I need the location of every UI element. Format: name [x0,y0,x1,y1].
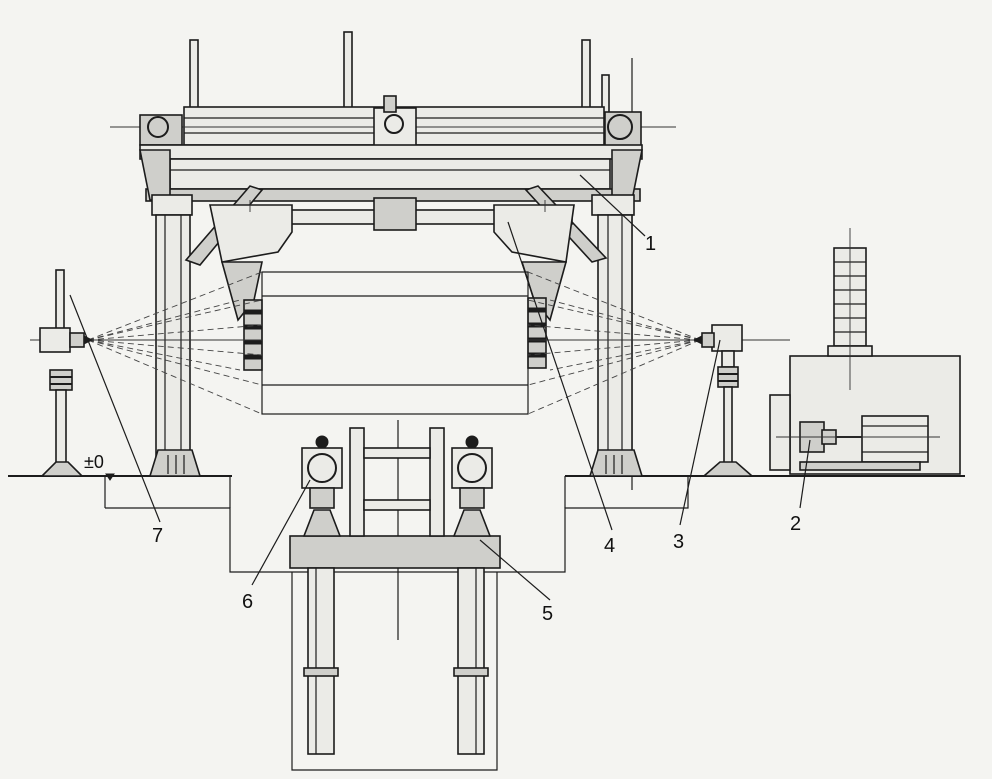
label-5: 5 [542,603,553,625]
label-3: 3 [673,531,684,553]
left-nozzle-stand [39,269,94,477]
foundation-pit [104,476,689,771]
datum-label: ±0 [84,452,104,472]
label-1: 1 [645,233,656,255]
spray-fans [30,271,790,415]
lifting-beam [209,197,575,322]
label-4: 4 [604,535,615,557]
leader-lines [69,174,811,601]
callout-labels: 1 2 3 4 5 6 7 ±0 [84,233,801,625]
left-column [148,194,202,477]
lower-table [289,427,501,755]
datum-marker [105,473,115,481]
label-6: 6 [242,591,253,613]
workpiece [261,271,529,415]
right-column [588,194,644,477]
right-nozzle-stand [692,324,755,477]
label-7: 7 [152,525,163,547]
label-2: 2 [790,513,801,535]
clamp-pads [243,297,547,371]
main-frame [139,144,643,202]
pump-station [769,228,961,475]
